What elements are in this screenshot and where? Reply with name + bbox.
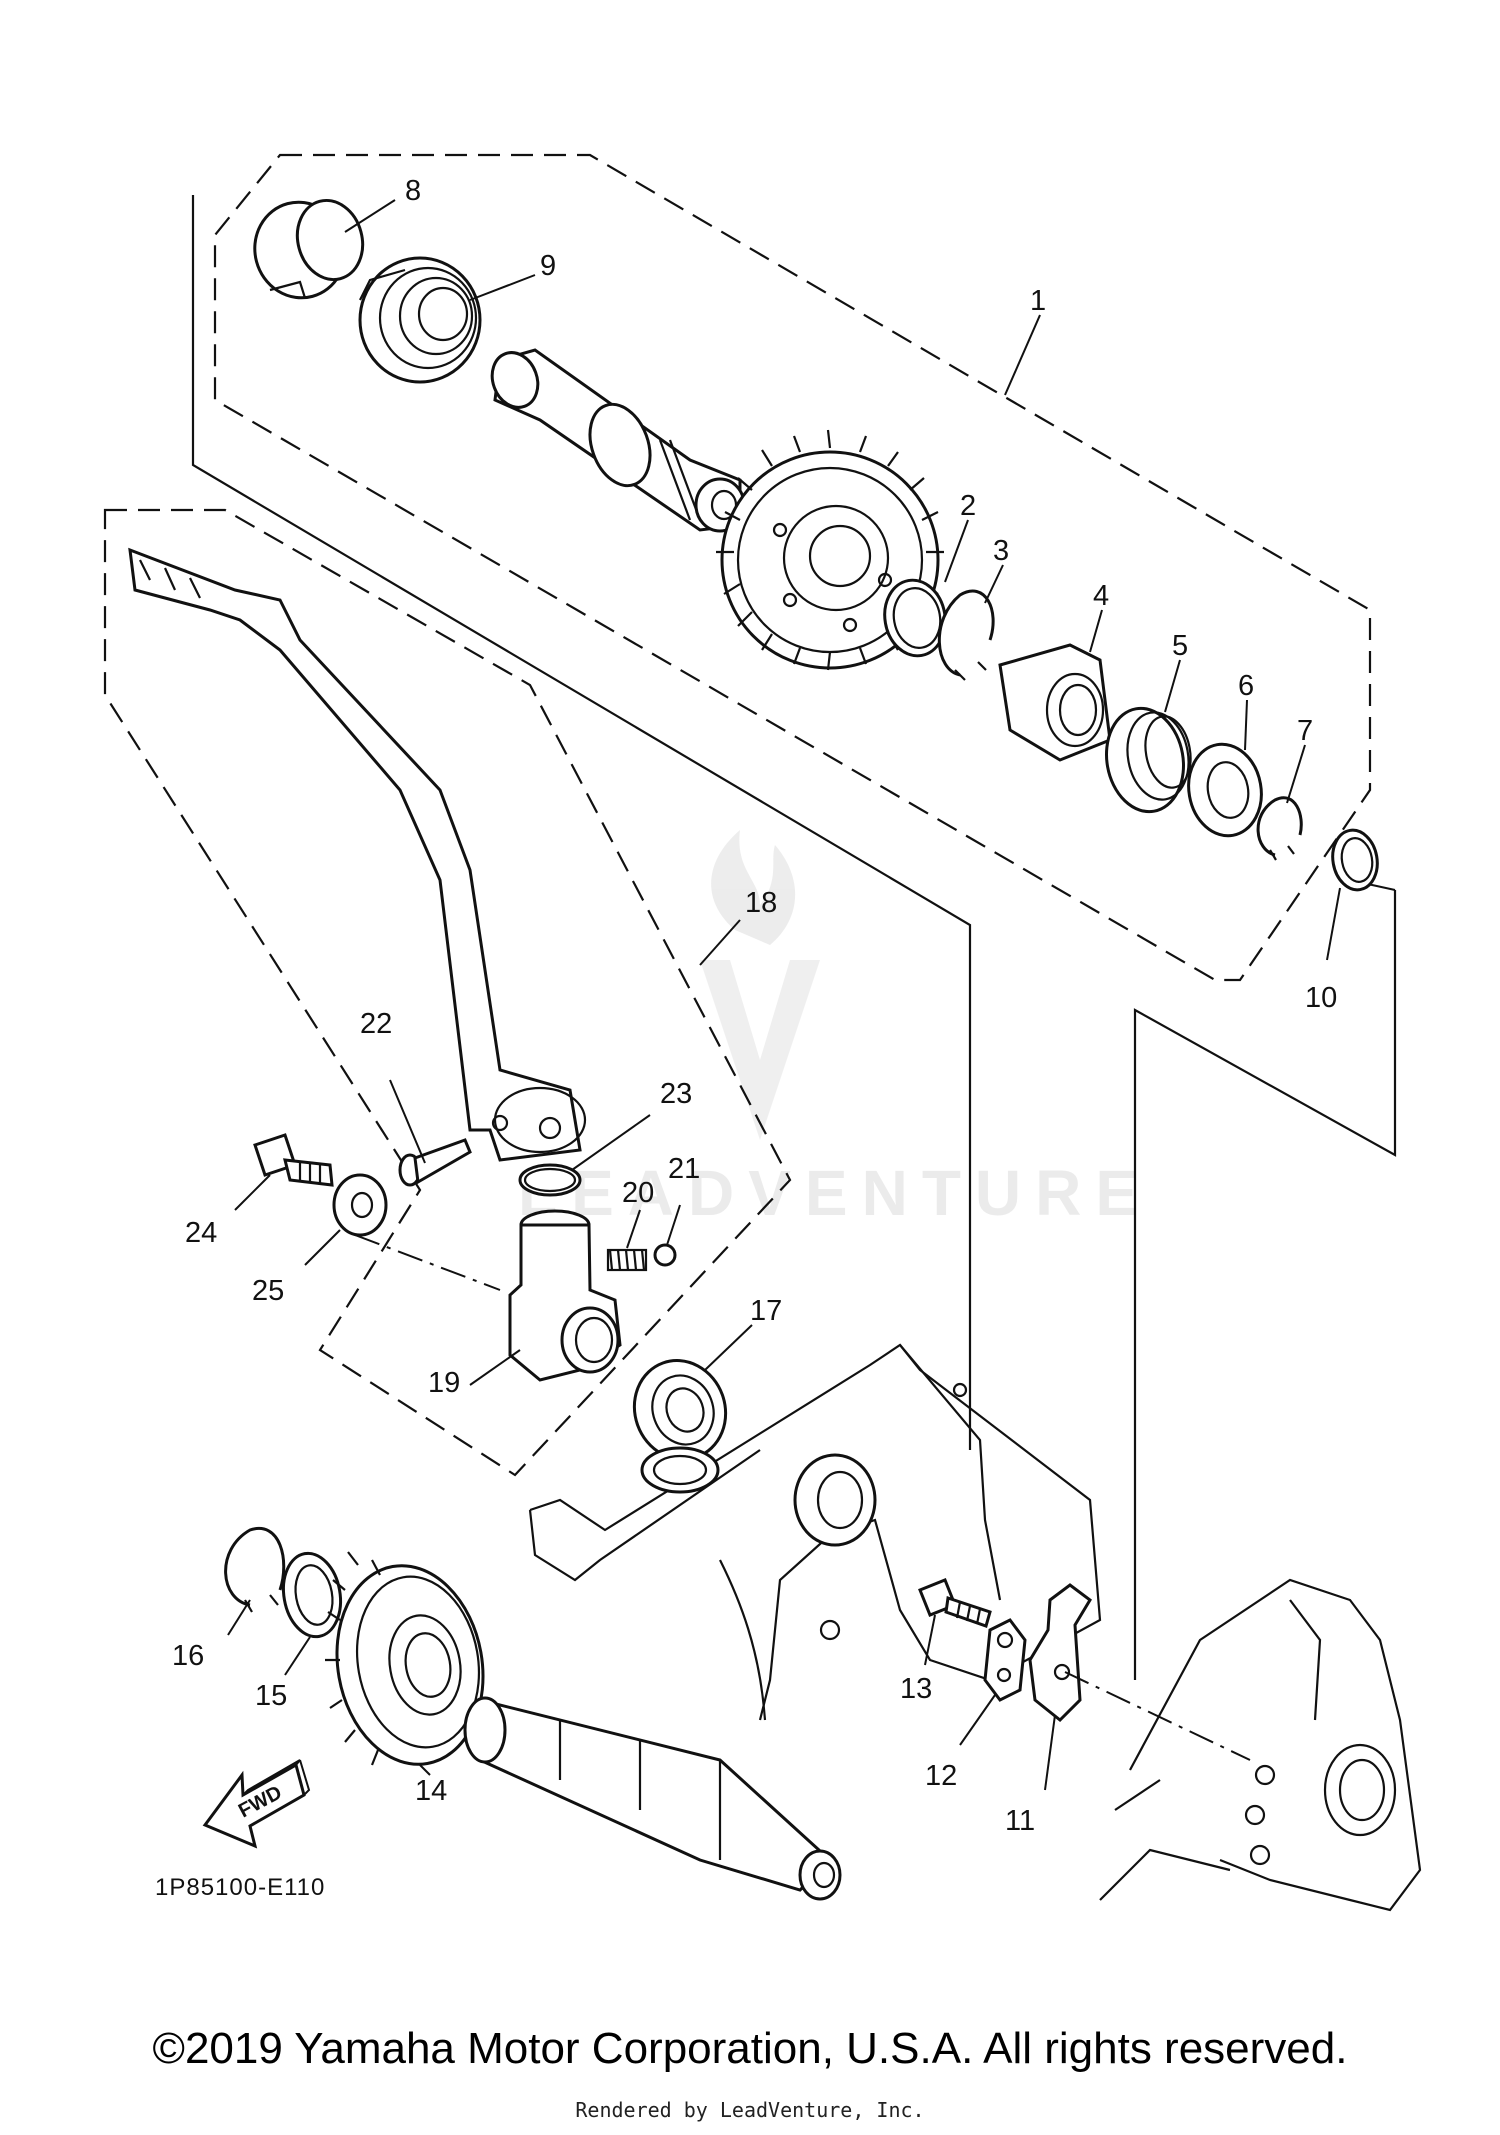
engine-case-right (1099, 1578, 1422, 1912)
kick-axle-shaft[interactable] (485, 346, 746, 533)
callout-19: 19 (428, 1367, 460, 1399)
part-13-bolt[interactable] (918, 1578, 992, 1628)
part-17-oil-seal[interactable] (621, 1348, 740, 1473)
part-20-spring[interactable] (606, 1248, 648, 1272)
part-7-circlip[interactable] (1256, 796, 1303, 861)
watermark-text: LEADVENTURE (518, 1157, 1152, 1229)
part-21-ball[interactable] (653, 1243, 677, 1267)
callout-1: 1 (1030, 285, 1046, 317)
part-19-kick-boss[interactable] (508, 1209, 622, 1382)
part-14-kick-idle-gear[interactable] (322, 1551, 499, 1776)
callout-4: 4 (1093, 580, 1109, 612)
callout-12: 12 (925, 1760, 957, 1792)
copyright-notice: ©2019 Yamaha Motor Corporation, U.S.A. A… (152, 2024, 1348, 2073)
part-8-collar[interactable] (244, 192, 371, 308)
part-12-plate-washer[interactable] (983, 1618, 1027, 1702)
part-5-spring[interactable] (1099, 702, 1196, 818)
part-6-washer[interactable] (1182, 738, 1269, 841)
part-9-torsion-spring[interactable] (358, 256, 482, 384)
part-10-washer[interactable] (1328, 827, 1382, 894)
callout-5: 5 (1172, 630, 1188, 662)
part-16-circlip[interactable] (224, 1526, 286, 1613)
part-3-circlip[interactable] (937, 589, 995, 681)
part-11-stopper[interactable] (1028, 1583, 1092, 1723)
main-axle-shaft[interactable] (463, 1696, 842, 1901)
part-4-ratchet[interactable] (998, 643, 1112, 762)
kick-axle-bracket (191, 195, 972, 1450)
axis-line-11 (1064, 1671, 1251, 1761)
callout-6: 6 (1238, 670, 1254, 702)
fwd-arrow: FWD (202, 1759, 311, 1849)
callout-18: 18 (745, 887, 777, 919)
callout-10: 10 (1305, 982, 1337, 1014)
callout-20: 20 (622, 1177, 654, 1209)
part-25-washer[interactable] (332, 1173, 388, 1237)
callout-22: 22 (360, 1008, 392, 1040)
callout-24: 24 (185, 1217, 217, 1249)
leader-lines (227, 199, 1341, 1791)
part-24-bolt[interactable] (253, 1133, 334, 1187)
callout-23: 23 (660, 1078, 692, 1110)
callout-14: 14 (415, 1775, 447, 1807)
callout-21: 21 (668, 1153, 700, 1185)
right-bracket (1133, 890, 1397, 1680)
axis-line-25 (354, 1234, 501, 1291)
diagram-code: 1P85100-E110 (155, 1874, 325, 1901)
callout-16: 16 (172, 1640, 204, 1672)
kick-axle-assembly-boundary (213, 153, 1372, 982)
part-15-washer[interactable] (277, 1549, 347, 1641)
callout-labels: 1 2 3 4 5 6 7 8 9 10 11 12 13 14 15 16 1… (172, 175, 1337, 1837)
callout-7: 7 (1297, 715, 1313, 747)
leadventure-watermark-logo: LEADVENTURE (518, 830, 1152, 1229)
callout-8: 8 (405, 175, 421, 207)
callout-17: 17 (750, 1295, 782, 1327)
callout-15: 15 (255, 1680, 287, 1712)
part-22-screw[interactable] (398, 1138, 472, 1187)
callout-13: 13 (900, 1673, 932, 1705)
callout-3: 3 (993, 535, 1009, 567)
kick-crank-assembly-boundary (103, 508, 792, 1477)
part-23-o-ring[interactable] (518, 1163, 582, 1197)
callout-9: 9 (540, 250, 556, 282)
rendered-by-credit: Rendered by LeadVenture, Inc. (575, 2098, 925, 2122)
callout-11: 11 (1005, 1805, 1035, 1837)
part-18-kick-crank[interactable] (128, 547, 587, 1162)
callout-2: 2 (960, 490, 976, 522)
callout-25: 25 (252, 1275, 284, 1307)
